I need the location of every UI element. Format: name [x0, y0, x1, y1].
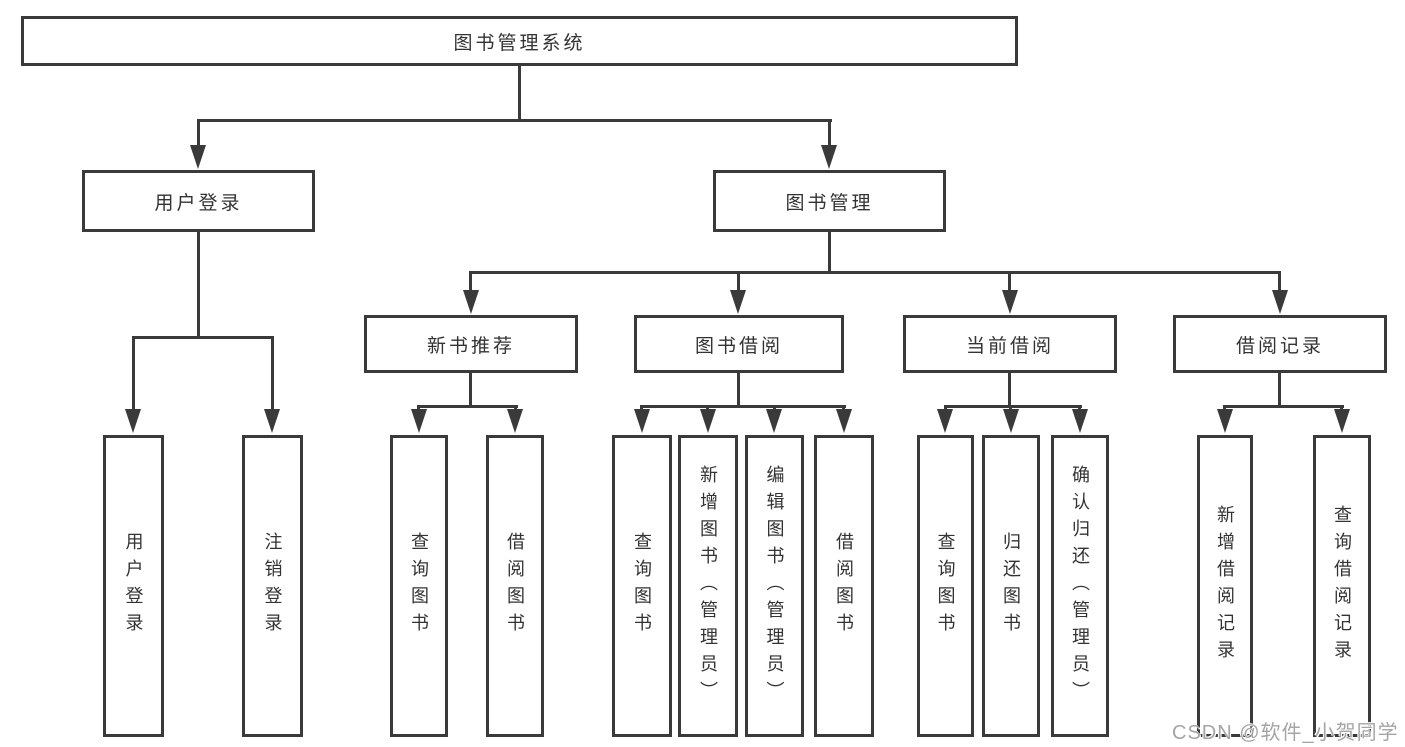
- arrow-down-icon: [264, 409, 280, 433]
- connector-line: [1340, 405, 1343, 412]
- node-borrow-records: 借阅记录: [1173, 315, 1387, 373]
- arrow-down-icon: [700, 409, 716, 433]
- leaf-nb-borrow-books: 借阅图书: [486, 435, 544, 737]
- connector-line: [197, 119, 832, 122]
- node-book-management: 图书管理: [713, 170, 946, 232]
- leaf-label: 新增借阅记录: [1215, 505, 1235, 667]
- leaf-bb-add-book-admin: 新增图书（管理员）: [678, 435, 738, 737]
- leaf-label: 查询借阅记录: [1332, 505, 1352, 667]
- connector-line: [1078, 405, 1081, 412]
- node-new-book-recommend: 新书推荐: [364, 315, 578, 373]
- leaf-label: 新增图书（管理员）: [698, 464, 718, 708]
- connector-line: [197, 232, 200, 339]
- connector-line: [1008, 271, 1011, 291]
- node-root-library-management-system: 图书管理系统: [21, 16, 1018, 66]
- leaf-br-add-record: 新增借阅记录: [1197, 435, 1253, 737]
- connector-line: [944, 405, 1082, 408]
- node-label: 图书管理: [785, 192, 874, 214]
- leaf-bb-edit-book-admin: 编辑图书（管理员）: [745, 435, 804, 737]
- leaf-bb-query-books: 查询图书: [612, 435, 672, 737]
- connector-line: [640, 405, 846, 408]
- leaf-label: 归还图书: [1001, 532, 1021, 640]
- connector-line: [417, 405, 518, 408]
- leaf-logout: 注销登录: [242, 435, 303, 737]
- connector-line: [132, 336, 135, 410]
- arrow-down-icon: [1217, 409, 1233, 433]
- leaf-label: 查询图书: [935, 532, 956, 640]
- connector-line: [417, 405, 420, 412]
- connector-line: [828, 232, 831, 273]
- node-label: 图书借阅: [694, 335, 783, 357]
- connector-line: [842, 405, 845, 412]
- connector-line: [518, 64, 521, 120]
- node-current-borrow: 当前借阅: [903, 315, 1117, 373]
- node-label: 图书管理系统: [453, 32, 586, 54]
- connector-line: [737, 271, 740, 291]
- arrow-down-icon: [1003, 409, 1019, 433]
- connector-line: [1009, 405, 1012, 412]
- arrow-down-icon: [937, 409, 953, 433]
- node-label: 当前借阅: [965, 335, 1054, 357]
- connector-line: [828, 119, 831, 147]
- leaf-label: 查询图书: [409, 532, 429, 640]
- arrow-down-icon: [1002, 290, 1018, 314]
- leaf-label: 用户登录: [123, 532, 144, 640]
- leaf-br-query-record: 查询借阅记录: [1313, 435, 1371, 737]
- connector-line: [737, 373, 740, 407]
- connector-line: [1223, 405, 1344, 408]
- connector-line: [1223, 405, 1226, 412]
- node-label: 新书推荐: [426, 335, 515, 357]
- arrow-down-icon: [836, 409, 852, 433]
- arrow-down-icon: [507, 409, 523, 433]
- node-label: 借阅记录: [1235, 335, 1324, 357]
- connector-line: [514, 405, 517, 412]
- leaf-cb-return-books: 归还图书: [982, 435, 1040, 737]
- leaf-label: 查询图书: [632, 532, 652, 640]
- arrow-down-icon: [634, 409, 650, 433]
- arrow-down-icon: [730, 290, 746, 314]
- leaf-label: 确认归还（管理员）: [1070, 464, 1090, 708]
- leaf-nb-query-books: 查询图书: [390, 435, 448, 737]
- leaf-label: 编辑图书（管理员）: [764, 464, 785, 708]
- node-book-borrow: 图书借阅: [634, 315, 844, 373]
- connector-line: [1278, 373, 1281, 407]
- leaf-bb-borrow-books: 借阅图书: [814, 435, 874, 737]
- connector-line: [132, 336, 274, 339]
- node-user-login: 用户登录: [82, 170, 315, 232]
- arrow-down-icon: [463, 290, 479, 314]
- connector-line: [469, 373, 472, 407]
- leaf-label: 注销登录: [262, 532, 283, 640]
- csdn-watermark: CSDN @软件_小贺同学: [1172, 722, 1399, 744]
- arrow-down-icon: [821, 145, 837, 169]
- arrow-down-icon: [125, 409, 141, 433]
- connector-line: [271, 336, 274, 410]
- connector-line: [1008, 373, 1011, 407]
- arrow-down-icon: [411, 409, 427, 433]
- leaf-cb-query-books: 查询图书: [917, 435, 974, 737]
- arrow-down-icon: [190, 145, 206, 169]
- node-label: 用户登录: [154, 192, 243, 214]
- connector-line: [773, 405, 776, 412]
- arrow-down-icon: [1334, 409, 1350, 433]
- leaf-label: 借阅图书: [505, 532, 525, 640]
- connector-line: [469, 271, 1281, 274]
- connector-line: [706, 405, 709, 412]
- connector-line: [469, 271, 472, 291]
- arrow-down-icon: [1072, 409, 1088, 433]
- leaf-label: 借阅图书: [834, 532, 854, 640]
- connector-line: [1278, 271, 1281, 291]
- connector-line: [197, 119, 200, 147]
- connector-line: [944, 405, 947, 412]
- arrow-down-icon: [1272, 290, 1288, 314]
- connector-line: [640, 405, 643, 412]
- leaf-cb-confirm-return-admin: 确认归还（管理员）: [1051, 435, 1109, 737]
- arrow-down-icon: [766, 409, 782, 433]
- leaf-user-login: 用户登录: [103, 435, 164, 737]
